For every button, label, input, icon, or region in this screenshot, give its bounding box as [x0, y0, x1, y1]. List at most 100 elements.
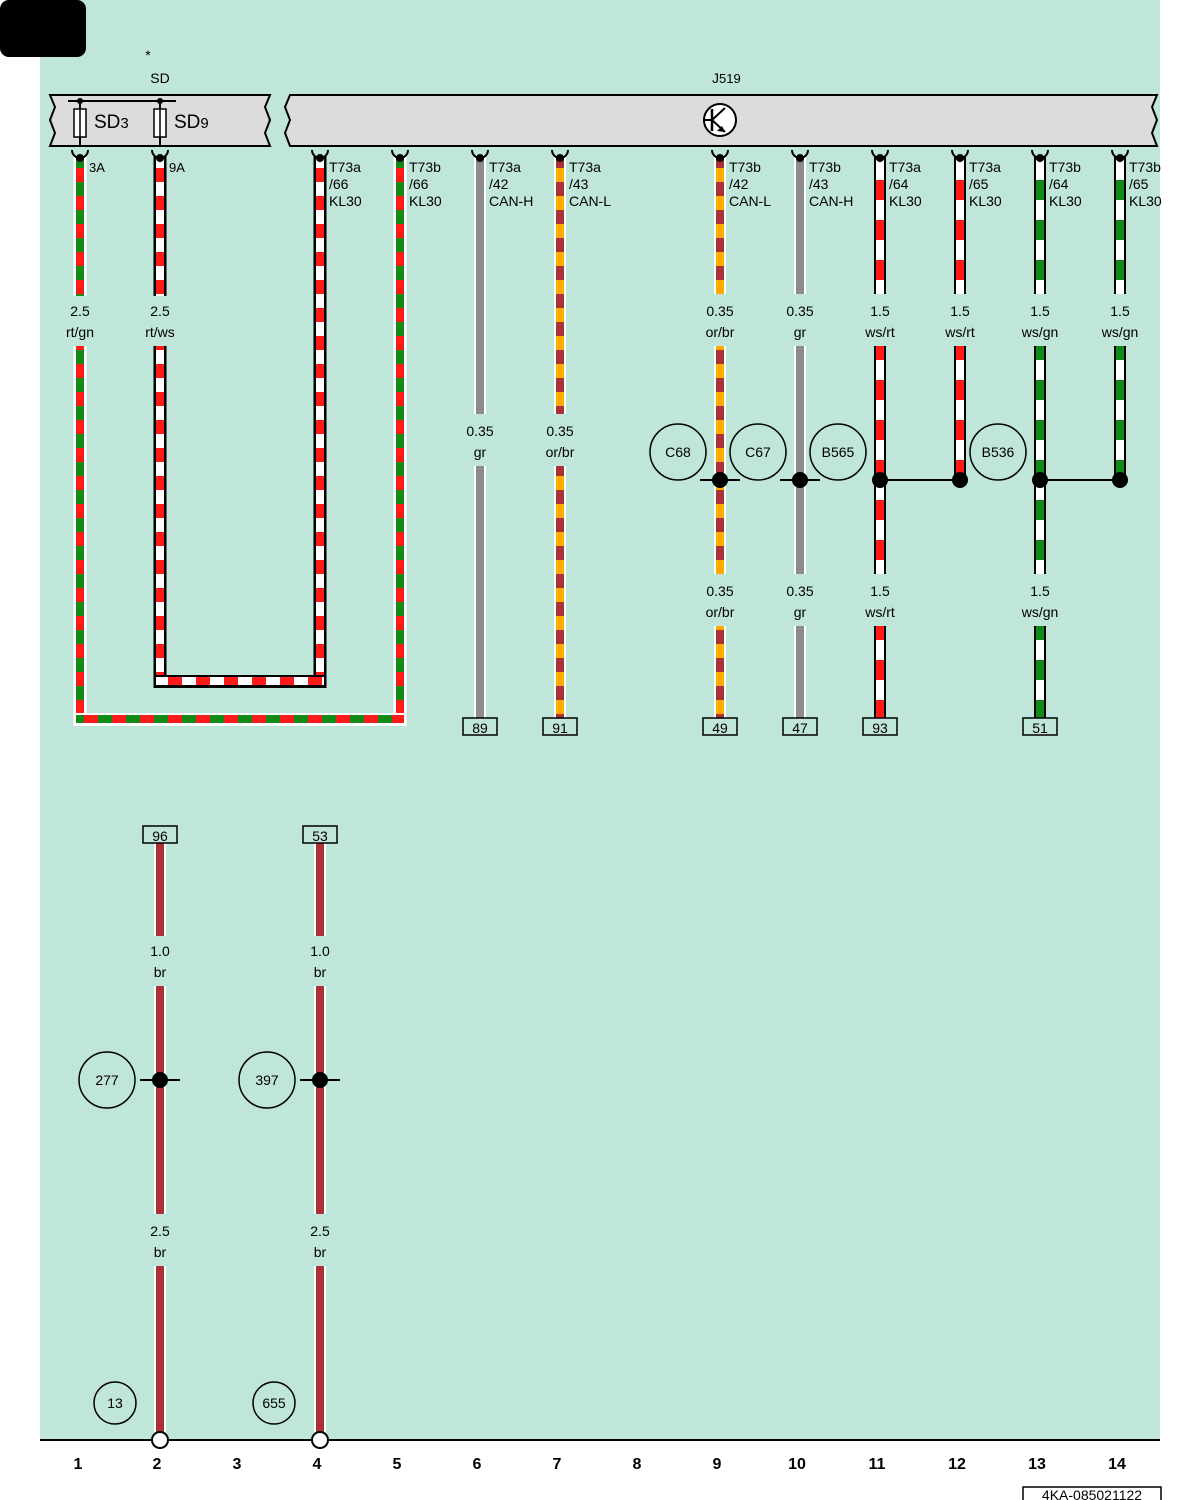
svg-text:KL30: KL30 — [1129, 193, 1162, 209]
svg-text:ws/gn: ws/gn — [1021, 324, 1059, 340]
svg-text:2.5: 2.5 — [150, 303, 170, 319]
junction-b536: B536 — [969, 423, 1027, 481]
svg-text:ws/rt: ws/rt — [864, 324, 895, 340]
svg-text:2.5: 2.5 — [310, 1223, 330, 1239]
junction-b565: B565 — [809, 423, 867, 481]
page-tab-marker — [0, 0, 86, 57]
svg-text:T73a: T73a — [889, 159, 921, 175]
svg-text:/42: /42 — [729, 176, 749, 192]
svg-text:1.5: 1.5 — [1030, 303, 1050, 319]
svg-text:1.5: 1.5 — [950, 303, 970, 319]
fuse-sd9: SD9 — [153, 98, 209, 146]
pin-labels: T73a /66 KL30 T73b /66 KL30 T73a /42 CAN… — [329, 159, 1162, 209]
wire-col4-br — [314, 843, 326, 1432]
wire-labels: 2.5 rt/gn 2.5 rt/ws 0.35 gr 0.35 or/br 0… — [66, 303, 1138, 620]
svg-text:C67: C67 — [745, 444, 771, 460]
svg-text:14: 14 — [1108, 1456, 1126, 1473]
svg-text:5: 5 — [393, 1456, 402, 1473]
svg-text:11: 11 — [869, 1456, 886, 1473]
svg-text:9: 9 — [713, 1456, 722, 1473]
svg-text:B565: B565 — [822, 444, 855, 460]
svg-text:397: 397 — [255, 1072, 279, 1088]
column-numbers: 1 2 3 4 5 6 7 8 9 10 11 12 13 14 — [74, 1456, 1126, 1473]
wire-col12-ws-rt — [954, 156, 966, 480]
junction-c67: C67 — [729, 423, 787, 481]
wire-inner-loop-rt-ws — [153, 675, 327, 688]
svg-text:2.5: 2.5 — [70, 303, 90, 319]
sd-label: SD — [150, 70, 169, 86]
svg-text:or/br: or/br — [546, 444, 575, 460]
svg-text:1.5: 1.5 — [1030, 583, 1050, 599]
svg-text:89: 89 — [472, 720, 488, 736]
svg-text:/65: /65 — [1129, 176, 1149, 192]
svg-text:C68: C68 — [665, 444, 691, 460]
svg-text:KL30: KL30 — [1049, 193, 1082, 209]
pin-sockets — [71, 149, 1129, 162]
pin-label-9a: 9A — [169, 160, 185, 175]
svg-text:51: 51 — [1032, 720, 1048, 736]
connector-boxes-lower: 96 53 — [142, 825, 338, 844]
svg-text:/42: /42 — [489, 176, 509, 192]
svg-text:13: 13 — [107, 1395, 123, 1411]
wire-col5-rt-gn — [393, 156, 407, 726]
svg-text:br: br — [314, 964, 327, 980]
svg-text:KL30: KL30 — [409, 193, 442, 209]
svg-text:CAN-L: CAN-L — [569, 193, 611, 209]
wire-col13-ws-gn — [1034, 156, 1046, 720]
svg-text:4KA-085021122: 4KA-085021122 — [1042, 1487, 1142, 1500]
svg-text:1.5: 1.5 — [870, 583, 890, 599]
fuse-sd3: SD3 — [73, 98, 129, 146]
svg-text:br: br — [154, 1244, 167, 1260]
svg-text:7: 7 — [553, 1456, 562, 1473]
svg-text:2.5: 2.5 — [150, 1223, 170, 1239]
splice-dots — [712, 472, 1128, 488]
ground-terminal-col2 — [151, 1431, 169, 1449]
svg-text:T73a: T73a — [489, 159, 521, 175]
svg-text:T73a: T73a — [969, 159, 1001, 175]
ground-terminal-col4 — [311, 1431, 329, 1449]
svg-text:T73b: T73b — [409, 159, 441, 175]
svg-text:ws/gn: ws/gn — [1101, 324, 1139, 340]
svg-text:CAN-H: CAN-H — [809, 193, 853, 209]
svg-text:655: 655 — [262, 1395, 286, 1411]
svg-text:96: 96 — [152, 828, 168, 844]
svg-text:10: 10 — [788, 1456, 806, 1473]
wire-col4-rt-ws — [313, 156, 327, 688]
svg-text:2: 2 — [153, 1456, 162, 1473]
svg-text:gr: gr — [794, 604, 807, 620]
svg-text:0.35: 0.35 — [706, 303, 733, 319]
svg-text:T73b: T73b — [729, 159, 761, 175]
svg-text:/64: /64 — [1049, 176, 1069, 192]
svg-text:ws/rt: ws/rt — [944, 324, 975, 340]
ground-13: 13 — [93, 1381, 137, 1425]
svg-text:gr: gr — [474, 444, 487, 460]
fuse-sd9-label: SD9 — [174, 112, 209, 133]
connector-boxes-upper: 89 91 49 47 93 51 — [462, 717, 1058, 736]
svg-text:0.35: 0.35 — [546, 423, 573, 439]
junction-c68: C68 — [649, 423, 707, 481]
transistor-icon — [703, 103, 737, 137]
wire-col7-or-br — [554, 156, 566, 720]
wire-col2-br — [154, 843, 166, 1432]
svg-text:T73b: T73b — [1129, 159, 1161, 175]
svg-text:0.35: 0.35 — [786, 583, 813, 599]
svg-text:T73b: T73b — [809, 159, 841, 175]
svg-text:277: 277 — [95, 1072, 119, 1088]
splice-lower — [140, 1072, 340, 1088]
junction-397: 397 — [238, 1051, 296, 1109]
svg-text:KL30: KL30 — [329, 193, 362, 209]
svg-text:br: br — [314, 1244, 327, 1260]
svg-text:ws/gn: ws/gn — [1021, 604, 1059, 620]
svg-text:93: 93 — [872, 720, 888, 736]
svg-text:KL30: KL30 — [969, 193, 1002, 209]
svg-text:53: 53 — [312, 828, 328, 844]
wire-col10-gr — [794, 156, 806, 720]
svg-text:/65: /65 — [969, 176, 989, 192]
svg-text:or/br: or/br — [706, 604, 735, 620]
svg-text:rt/gn: rt/gn — [66, 324, 94, 340]
wire-col14-ws-gn — [1114, 156, 1126, 480]
svg-text:12: 12 — [948, 1456, 966, 1473]
j519-label: J519 — [712, 70, 741, 86]
svg-text:1: 1 — [74, 1456, 83, 1473]
